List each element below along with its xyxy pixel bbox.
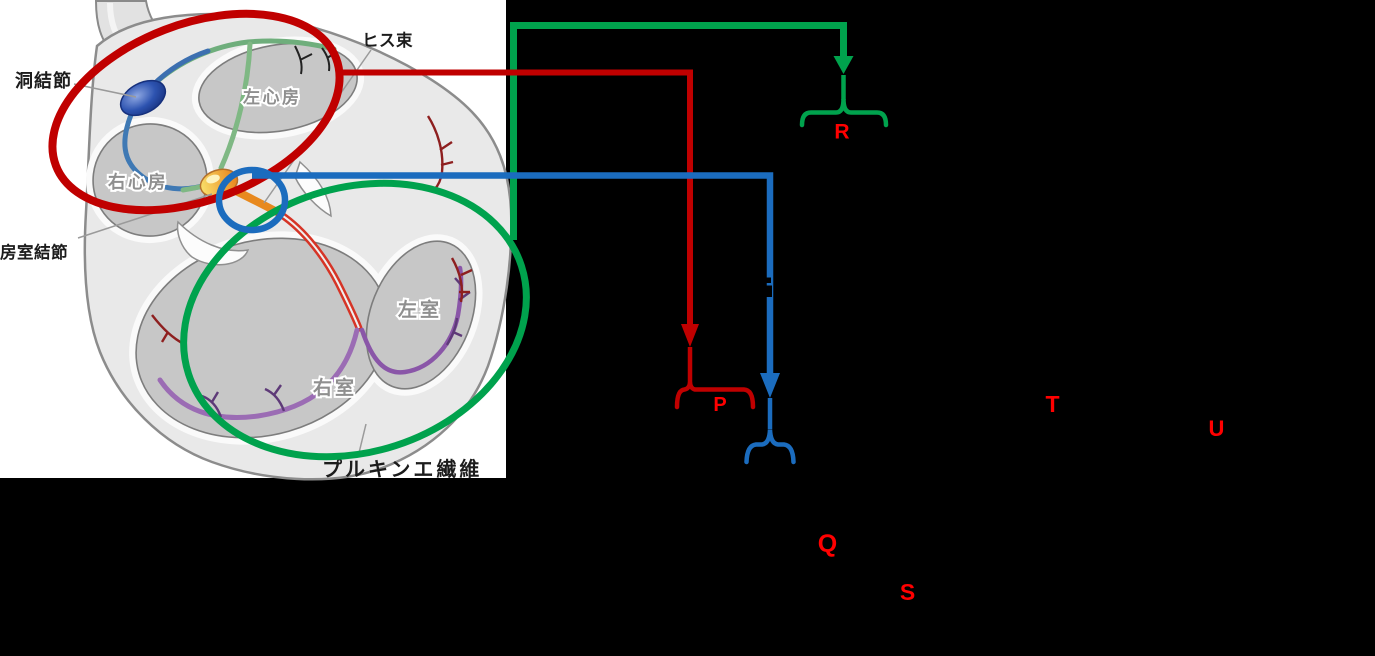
sa-node-label: 洞結節 (15, 70, 72, 91)
red-connector (340, 69, 756, 410)
blue-line-notch-bottom (764, 285, 772, 297)
s-wave-letter: S (900, 579, 915, 605)
left-ventricle-label: 左室 (398, 298, 442, 321)
purkinje-right (157, 327, 360, 420)
red-connector-line (340, 69, 693, 326)
red-down-arrowhead-icon (681, 324, 699, 347)
bundle-branch-gap (276, 211, 360, 329)
blue-brace-segment (744, 429, 796, 465)
atria-loop-red (48, 9, 344, 215)
purkinje-label: プルキンエ繊維 (322, 457, 482, 481)
t-wave-letter: T (1045, 391, 1059, 417)
av-node-loop-blue (215, 166, 289, 234)
av-node-label: 房室結節 (0, 242, 68, 262)
right-ventricle-label: 右室 (312, 376, 357, 399)
ecg-wave-letters: P R Q S T U (713, 121, 1224, 606)
av-node-highlight (206, 174, 220, 184)
coronary-vessels (151, 115, 473, 346)
left-atrium-label: 左心房 (243, 87, 302, 107)
green-connector-line (510, 22, 847, 240)
his-bundle-label: ヒス束 (362, 30, 413, 50)
heart-illustration: 左心房 右心房 左室 右室 洞結節 ヒス束 房室結節 プルキンエ繊維 (0, 0, 530, 481)
ventricles-loop-green (180, 179, 530, 461)
blue-connector-line (252, 172, 774, 375)
septal-internodal-path (218, 41, 253, 171)
red-brace-p-wave (674, 382, 756, 410)
blue-connector (252, 172, 796, 465)
u-wave-letter: U (1209, 416, 1225, 441)
green-brace-r-wave (799, 98, 889, 128)
blue-line-notch-top (764, 277, 771, 283)
p-wave-letter: P (713, 394, 726, 416)
tricuspid-valve (176, 220, 250, 266)
q-wave-letter: Q (818, 530, 837, 558)
green-down-arrowhead-icon (833, 56, 854, 74)
left-ventricle-chamber (365, 240, 477, 390)
purkinje-twigs (201, 277, 471, 418)
sa-node (119, 79, 167, 117)
blue-down-arrowhead-icon (760, 373, 780, 398)
right-atrium-label: 右心房 (107, 172, 168, 192)
r-wave-letter: R (834, 121, 849, 144)
green-connector (510, 22, 889, 240)
